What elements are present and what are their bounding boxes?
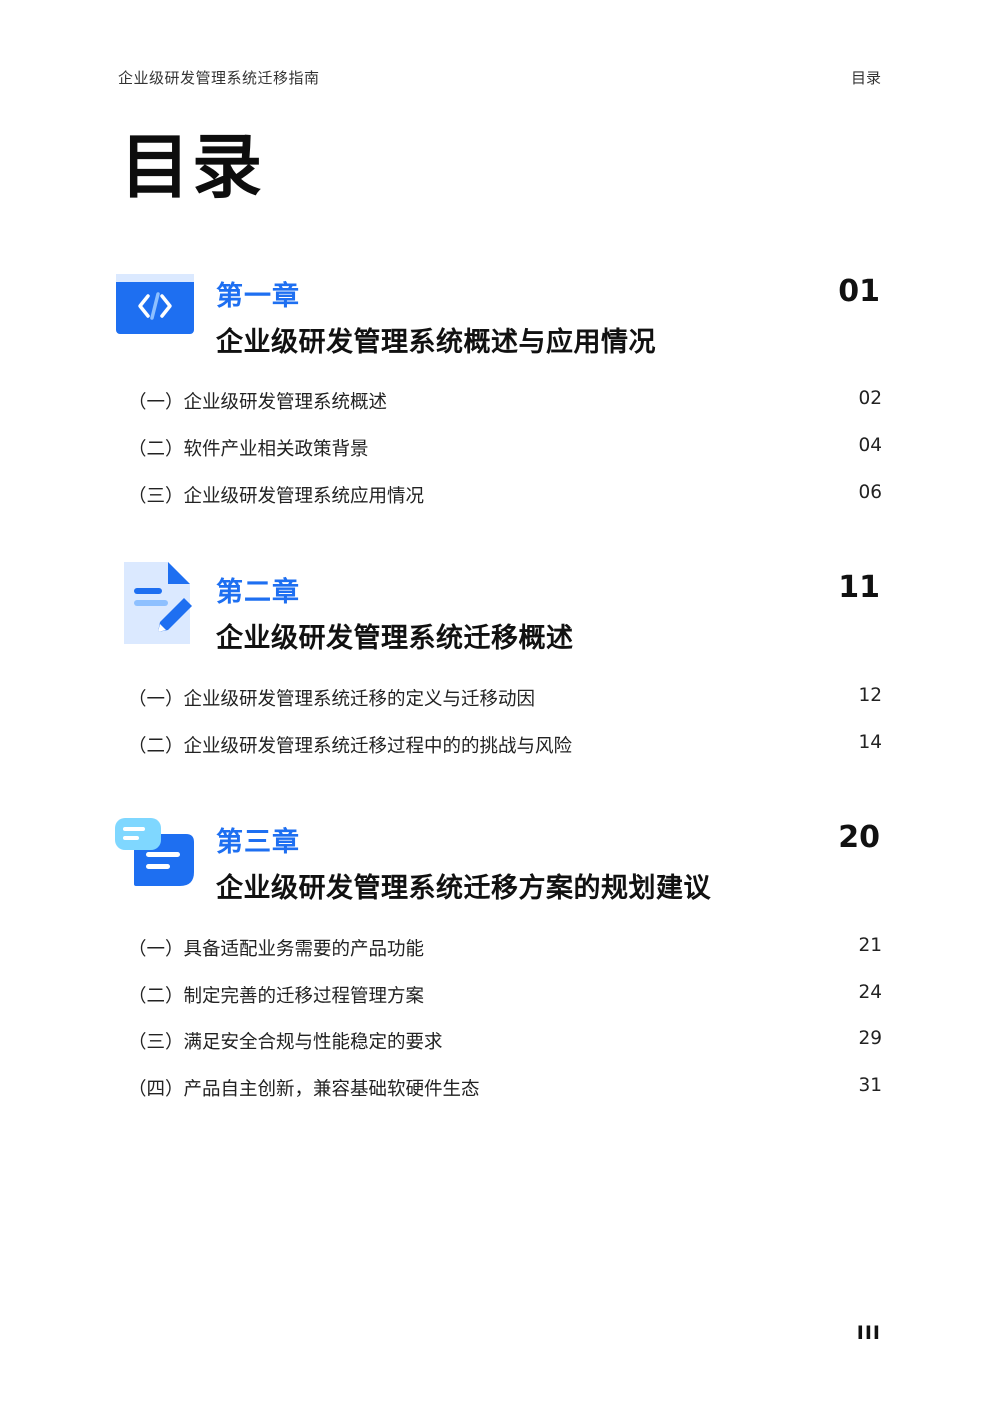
chapter-page: 11 xyxy=(838,570,880,605)
running-header-title: 企业级研发管理系统迁移指南 xyxy=(118,69,320,87)
toc-entry[interactable]: （二）软件产业相关政策背景 04 xyxy=(128,435,882,461)
toc-entry-page: 06 xyxy=(858,482,882,503)
toc-entry[interactable]: （三）企业级研发管理系统应用情况 06 xyxy=(128,482,882,508)
toc-entry-page: 14 xyxy=(858,732,882,753)
chapter-page: 01 xyxy=(838,274,880,309)
toc-entry-page: 29 xyxy=(858,1028,882,1049)
chapter-page: 20 xyxy=(838,820,880,855)
toc-entry-label: （三）企业级研发管理系统应用情况 xyxy=(128,486,425,507)
chapter-label: 第二章 xyxy=(216,577,300,608)
page-title: 目录 xyxy=(120,126,264,208)
toc-entry-label: （二）软件产业相关政策背景 xyxy=(128,439,369,460)
chapter-label: 第一章 xyxy=(216,281,300,312)
chapter-title: 企业级研发管理系统概述与应用情况 xyxy=(216,327,656,358)
toc-entry-label: （一）企业级研发管理系统迁移的定义与迁移动因 xyxy=(128,689,536,710)
toc-entry[interactable]: （四）产品自主创新，兼容基础软硬件生态 31 xyxy=(128,1075,882,1101)
toc-entry-label: （二）企业级研发管理系统迁移过程中的的挑战与风险 xyxy=(128,736,573,757)
running-header-section: 目录 xyxy=(850,69,881,87)
chat-bubbles-icon xyxy=(115,818,194,886)
toc-entry-label: （四）产品自主创新，兼容基础软硬件生态 xyxy=(128,1079,480,1100)
toc-entry[interactable]: （一）企业级研发管理系统概述 02 xyxy=(128,388,882,414)
toc-entry[interactable]: （一）企业级研发管理系统迁移的定义与迁移动因 12 xyxy=(128,685,882,711)
chapter-title: 企业级研发管理系统迁移方案的规划建议 xyxy=(216,873,711,904)
toc-entry-label: （一）具备适配业务需要的产品功能 xyxy=(128,939,425,960)
document-edit-icon xyxy=(124,562,192,644)
toc-entry-label: （二）制定完善的迁移过程管理方案 xyxy=(128,986,425,1007)
code-icon xyxy=(116,274,194,334)
toc-entry-page: 21 xyxy=(858,935,882,956)
toc-entry[interactable]: （二）企业级研发管理系统迁移过程中的的挑战与风险 14 xyxy=(128,732,882,758)
toc-entry[interactable]: （二）制定完善的迁移过程管理方案 24 xyxy=(128,982,882,1008)
toc-entry-page: 24 xyxy=(858,982,882,1003)
toc-entry-page: 31 xyxy=(858,1075,882,1096)
toc-entry-page: 12 xyxy=(858,685,882,706)
toc-entry-page: 04 xyxy=(858,435,882,456)
toc-entry[interactable]: （三）满足安全合规与性能稳定的要求 29 xyxy=(128,1028,882,1054)
toc-entry-label: （三）满足安全合规与性能稳定的要求 xyxy=(128,1032,443,1053)
toc-entry-label: （一）企业级研发管理系统概述 xyxy=(128,392,388,413)
chapter-label: 第三章 xyxy=(216,827,300,858)
page-number: III xyxy=(856,1322,881,1344)
toc-entry-page: 02 xyxy=(858,388,882,409)
toc-entry[interactable]: （一）具备适配业务需要的产品功能 21 xyxy=(128,935,882,961)
chapter-title: 企业级研发管理系统迁移概述 xyxy=(216,623,574,654)
